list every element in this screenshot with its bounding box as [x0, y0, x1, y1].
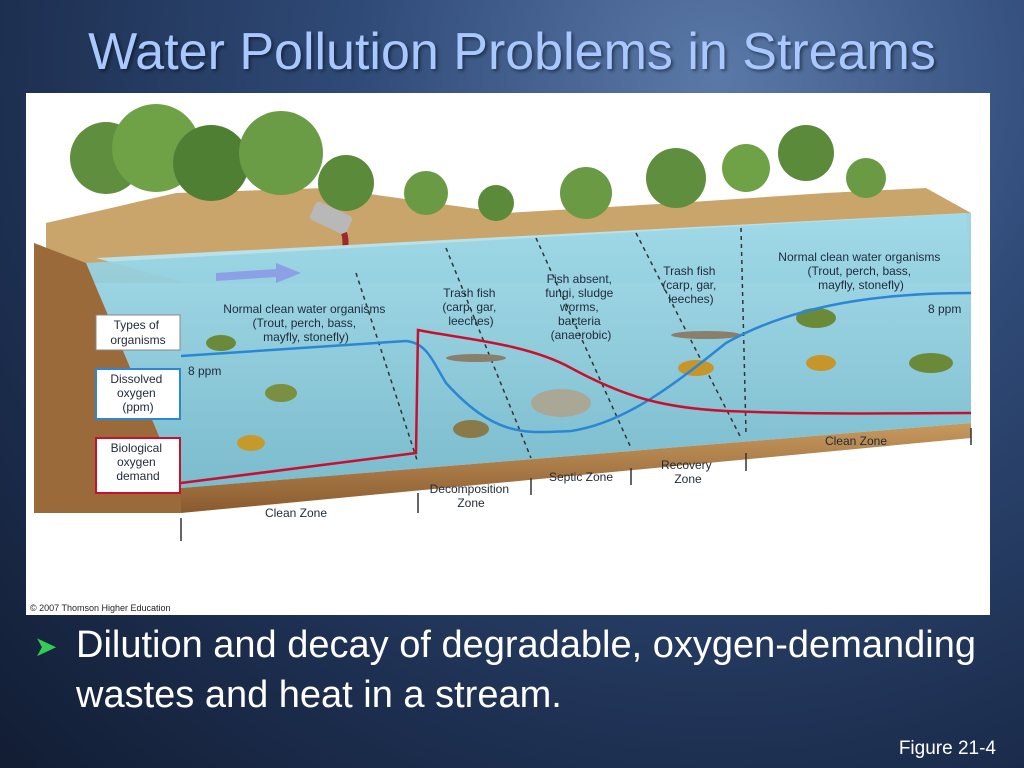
legend-bod-line-3: demand [116, 469, 159, 483]
svg-text:Types of organisms: Types of organisms [110, 318, 165, 347]
stream-diagram: Types of organisms Dissolved oxygen (ppm… [34, 104, 972, 541]
zone-recovery-2: Zone [674, 472, 702, 486]
legend-bod: Biological oxygen demand [95, 437, 181, 494]
fish-icons [206, 308, 953, 451]
dissolved-oxygen-curve [180, 291, 972, 434]
label-trash-right: Trash fish (carp, gar, leeches) [662, 264, 719, 306]
legend-bod-line-2: oxygen [117, 455, 156, 469]
svg-text:Dissolved oxygen: Dissolved oxygen (ppm) [110, 372, 165, 414]
zone-recovery: Recovery Zone [661, 458, 715, 486]
tree-line [70, 104, 886, 221]
legend-types: Types of organisms [95, 314, 181, 351]
zone-clean-right: Clean Zone [825, 434, 887, 448]
legend-dissolved-oxygen: Dissolved oxygen (ppm) [95, 368, 181, 420]
arrow-bullet-icon: ➤ [34, 631, 58, 662]
label-trash-left-1: Trash fish [443, 286, 495, 300]
label-fish-absent-1: Fish absent, [547, 272, 612, 286]
legend-do-line-3: (ppm) [122, 400, 153, 414]
zone-decomposition-2: Zone [457, 496, 485, 510]
label-normal-left-2: (Trout, perch, bass, [253, 316, 357, 330]
label-fish-absent-5: (anaerobic) [551, 328, 612, 342]
label-trash-right-2: (carp, gar, [662, 278, 716, 292]
legend-do-line-2: oxygen [117, 386, 156, 400]
label-normal-right: Normal clean water organisms (Trout, per… [778, 250, 943, 292]
label-fish-absent-4: bacteria [558, 314, 601, 328]
slide-title: Water Pollution Problems in Streams [88, 23, 936, 81]
bod-curve [180, 328, 972, 485]
legend-do-line-1: Dissolved [110, 372, 162, 386]
label-trash-left: Trash fish (carp, gar, leeches) [442, 286, 499, 328]
svg-text:Biological oxygen: Biological oxygen demand [111, 441, 166, 483]
label-normal-right-1: Normal clean water organisms [778, 250, 940, 264]
zone-decomposition: Decomposition Zone [430, 482, 513, 510]
label-normal-left-3: mayfly, stonefly) [263, 330, 349, 344]
zone-recovery-1: Recovery [661, 458, 712, 472]
legend-bod-line-1: Biological [111, 441, 162, 455]
figure-number: Figure 21-4 [898, 738, 996, 759]
label-fish-absent-2: fungi, sludge [545, 286, 613, 300]
label-normal-right-2: (Trout, perch, bass, [808, 264, 912, 278]
stream-pollution-figure: Types of organisms Dissolved oxygen (ppm… [26, 93, 990, 615]
copyright-notice: © 2007 Thomson Higher Education [30, 603, 171, 613]
zone-septic: Septic Zone [549, 470, 613, 484]
label-trash-left-2: (carp, gar, [442, 300, 496, 314]
label-fish-absent-3: worms, [559, 300, 599, 314]
label-trash-right-3: leeches) [668, 292, 713, 306]
zone-clean-left: Clean Zone [265, 506, 327, 520]
bullet-point: ➤ Dilution and decay of degradable, oxyg… [34, 620, 984, 720]
zone-decomposition-1: Decomposition [430, 482, 509, 496]
label-normal-left-1: Normal clean water organisms [223, 302, 385, 316]
zone-ticks [180, 428, 972, 541]
stream-bed [181, 423, 971, 513]
ppm-label-right: 8 ppm [928, 302, 961, 316]
label-normal-left: Normal clean water organisms (Trout, per… [223, 302, 388, 344]
ppm-label-left: 8 ppm [188, 364, 221, 378]
flow-arrow-icon [216, 263, 301, 283]
legend-types-line-1: Types of [114, 318, 160, 332]
bullet-text: Dilution and decay of degradable, oxygen… [76, 624, 976, 716]
legend-types-line-2: organisms [110, 333, 165, 347]
label-fish-absent: Fish absent, fungi, sludge worms, bacter… [545, 272, 616, 342]
label-trash-left-3: leeches) [448, 314, 493, 328]
label-trash-right-1: Trash fish [663, 264, 715, 278]
label-normal-right-3: mayfly, stonefly) [818, 278, 904, 292]
